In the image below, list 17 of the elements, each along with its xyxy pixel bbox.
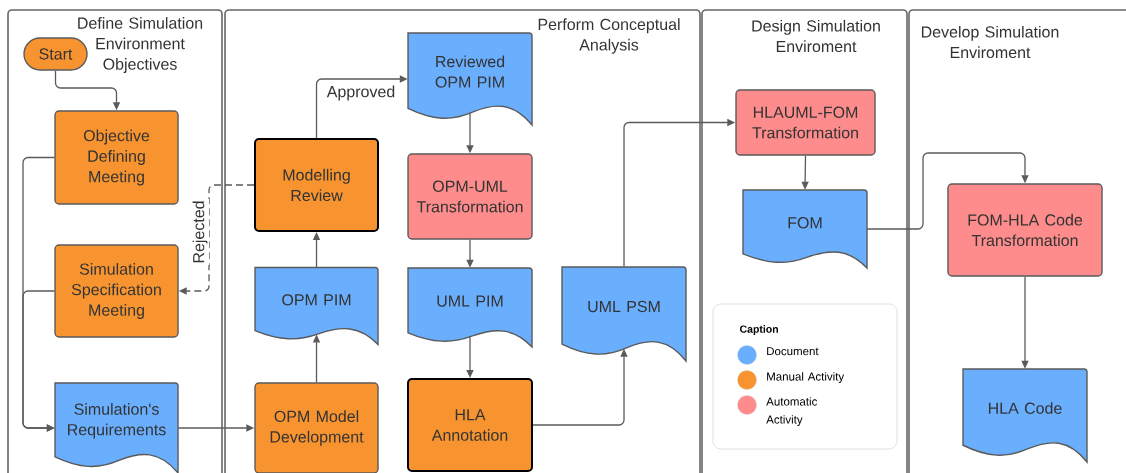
edge-label: Approved (325, 84, 397, 102)
process-box: FOM-HLA Code Transformation (947, 183, 1103, 277)
process-box: Objective Defining Meeting (54, 110, 179, 205)
edge-label: Rejected (191, 198, 209, 266)
process-box: Modelling Review (254, 138, 379, 232)
process-box: HLA Annotation (407, 378, 533, 472)
legend-title: Caption (739, 325, 778, 335)
arrow (22, 290, 55, 432)
process-box: OPM Model Development (254, 382, 379, 473)
legend-label: Manual Activity (767, 372, 845, 383)
process-box: HLAUML-FOM Transformation (735, 89, 876, 156)
legend-label: Document (767, 347, 819, 356)
start-terminal: Start (23, 37, 88, 71)
process-box: Simulation Specification Meeting (54, 244, 179, 338)
process-box: OPM-UML Transformation (407, 153, 533, 240)
arrow (866, 152, 1029, 230)
legend-label: Automatic Activity (766, 397, 818, 426)
